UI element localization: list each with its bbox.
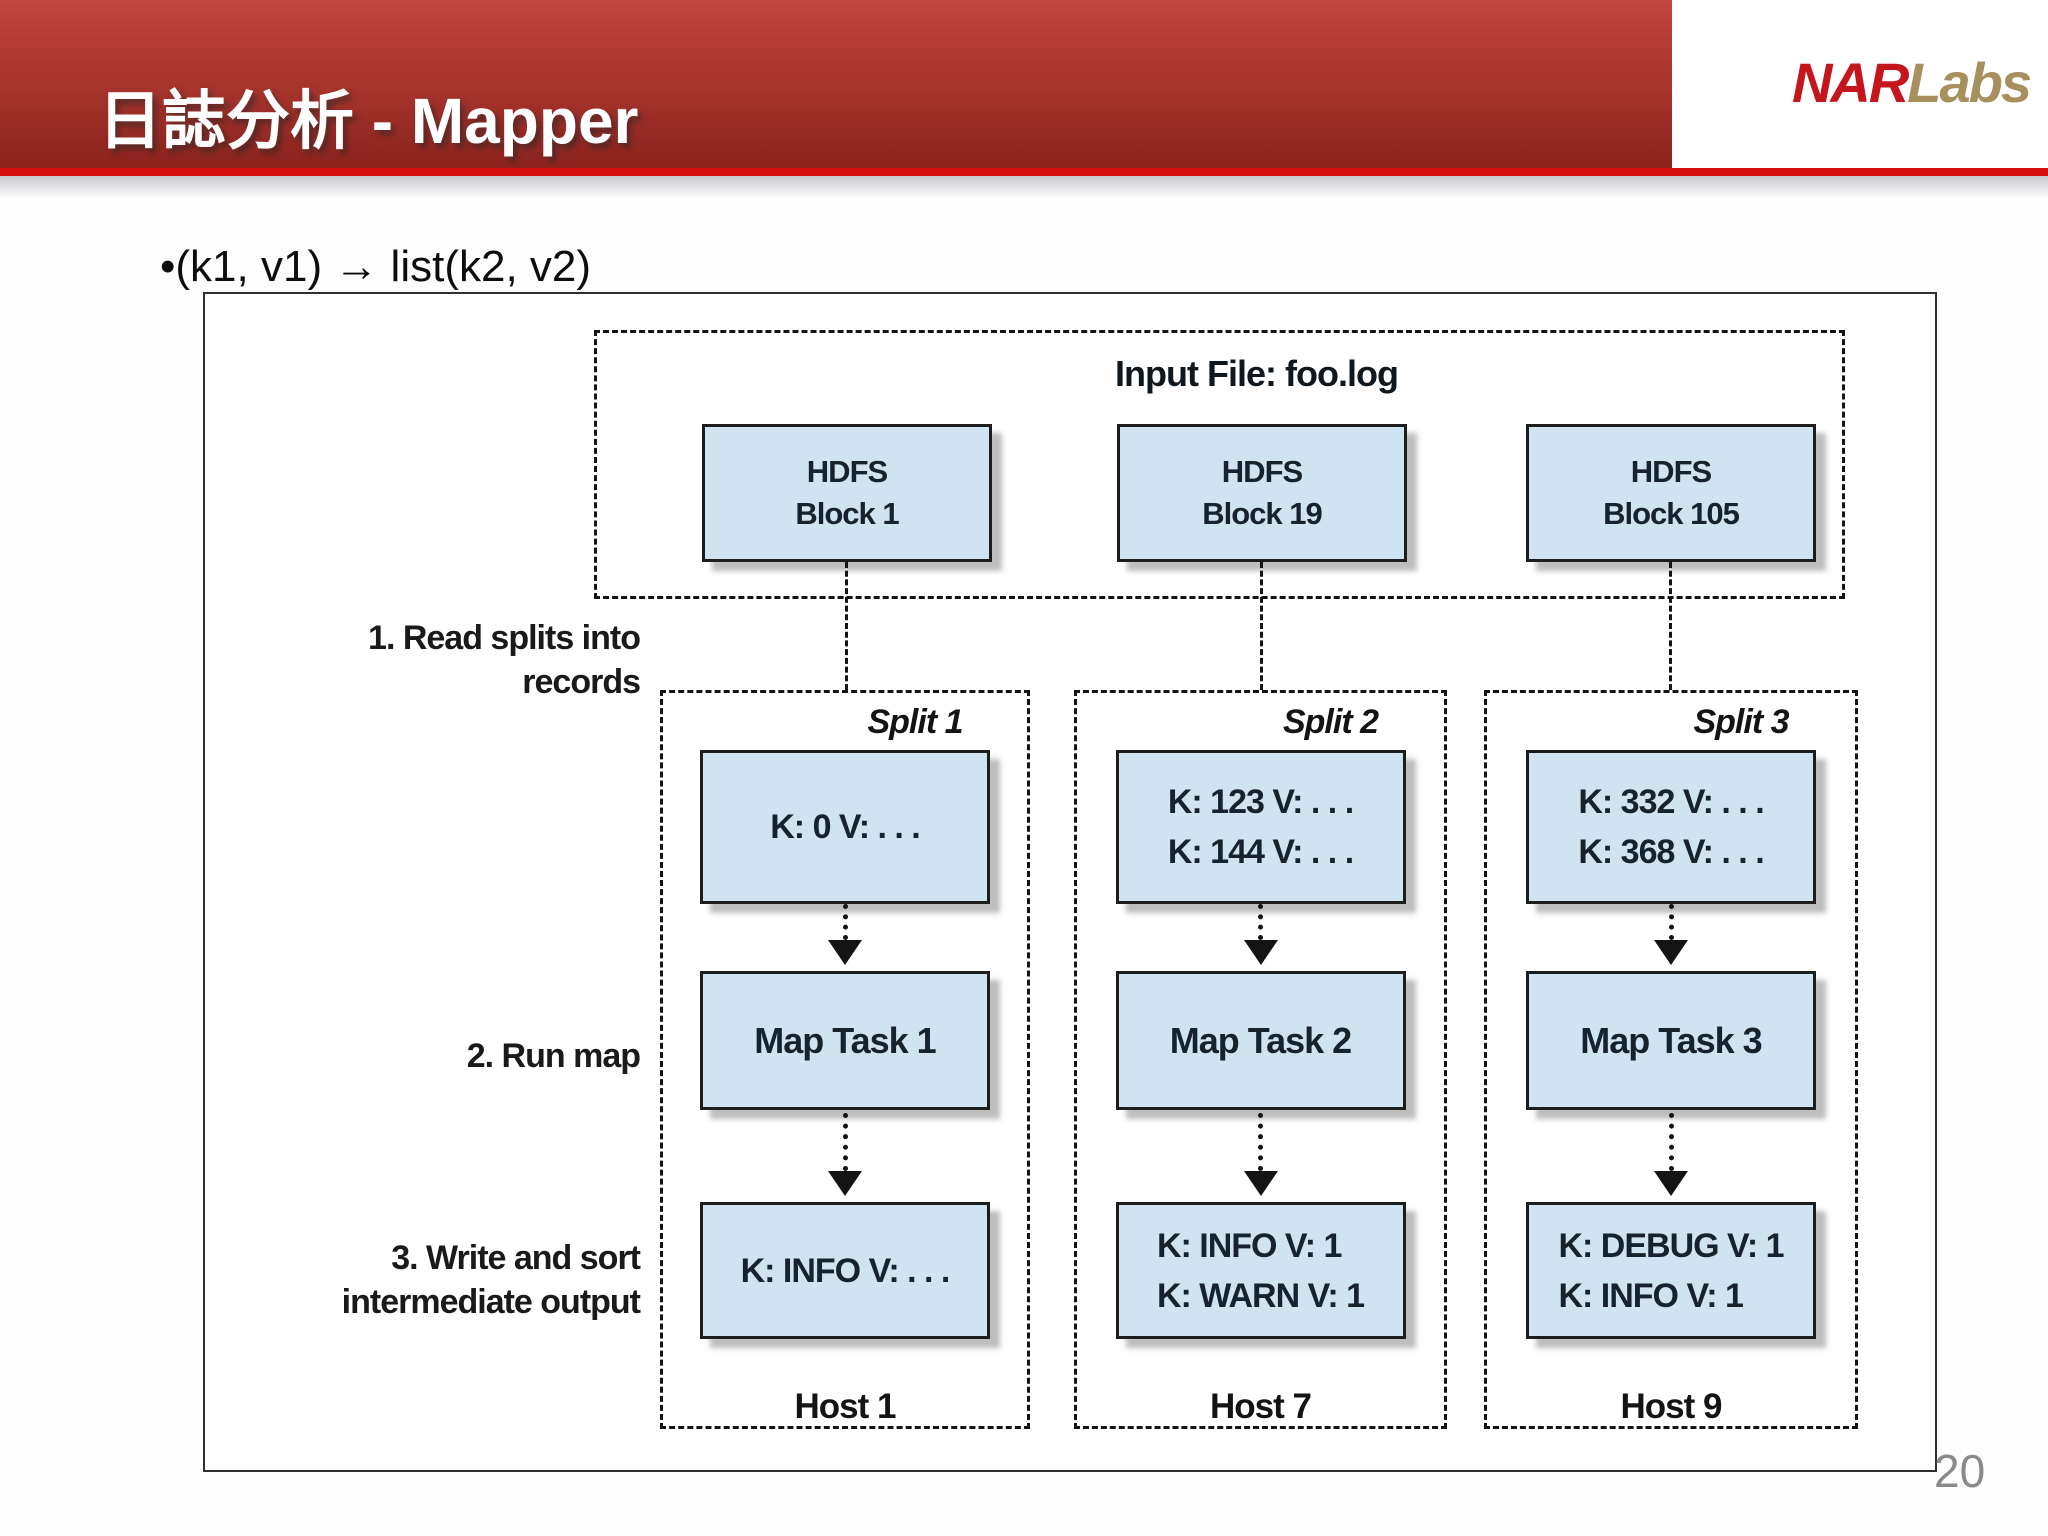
- output-2-records-box: K: INFO V: 1 K: WARN V: 1: [1115, 1202, 1406, 1339]
- map-task-1-box: Map Task 1: [700, 971, 990, 1110]
- hdfs-block-19: HDFS Block 19: [1117, 424, 1407, 562]
- logo-labs-text: Labs: [1907, 51, 2032, 114]
- split-1-label: Split 1: [867, 703, 963, 741]
- split-2-record-line: K: 144 V: . . .: [1167, 833, 1354, 871]
- connector-block1-split1: [845, 562, 848, 690]
- split-2-records-box: K: 123 V: . . . K: 144 V: . . .: [1115, 750, 1406, 904]
- step-label-write-sort-line1: 3. Write and sort: [391, 1239, 641, 1277]
- hdfs-block-105-line2: Block 105: [1603, 496, 1740, 531]
- input-file-group-box: Input File: foo.log: [594, 330, 1845, 599]
- output-1-record-line: K: INFO V: . . .: [740, 1251, 951, 1290]
- arrow-line: [842, 904, 848, 940]
- arrow-head-icon: [1243, 1171, 1278, 1196]
- header-bar: [0, 0, 1672, 168]
- output-1-records-box: K: INFO V: . . .: [700, 1202, 990, 1339]
- step-label-run-map: 2. Run map: [466, 1037, 641, 1075]
- split-2-label: Split 2: [1282, 703, 1379, 741]
- bullet-text: •(k1, v1) → list(k2, v2): [160, 242, 592, 291]
- arrow-head-icon: [828, 940, 862, 965]
- split-2-record-line: K: 123 V: . . .: [1167, 783, 1354, 821]
- split-3-records-box: K: 332 V: . . . K: 368 V: . . .: [1526, 750, 1816, 904]
- hdfs-block-1-line1: HDFS: [806, 454, 888, 489]
- hdfs-block-105: HDFS Block 105: [1526, 424, 1816, 562]
- output-3-record-line: K: INFO V: 1: [1558, 1276, 1743, 1315]
- arrow-map1-to-output1: [828, 1113, 862, 1196]
- step-label-read-splits: 1. Read splits into records: [368, 619, 641, 701]
- split-3-record-line: K: 368 V: . . .: [1578, 833, 1764, 871]
- arrow-line: [1258, 1113, 1263, 1171]
- arrow-map2-to-output2: [1243, 1113, 1278, 1196]
- output-2-record-line: K: WARN V: 1: [1156, 1276, 1365, 1315]
- header-accent-line: [0, 168, 2048, 176]
- arrow-line: [842, 1113, 848, 1171]
- map-task-1-label: Map Task 1: [754, 1019, 936, 1061]
- arrow-line: [1668, 1113, 1674, 1171]
- diagram-container: Input File: foo.log HDFS Block 1 HDFS Bloc…: [203, 292, 1937, 1472]
- split-3-label: Split 3: [1693, 703, 1789, 741]
- host-9-label: Host 9: [1620, 1387, 1723, 1426]
- page-number: 20: [1934, 1445, 1986, 1497]
- map-task-2-box: Map Task 2: [1115, 971, 1406, 1110]
- host-7-label: Host 7: [1210, 1387, 1312, 1426]
- output-3-record-line: K: DEBUG V: 1: [1558, 1226, 1784, 1265]
- map-task-3-label: Map Task 3: [1580, 1019, 1762, 1061]
- narlabs-logo: NARLabs: [1791, 50, 2032, 115]
- connector-block19-split2: [1260, 562, 1263, 690]
- input-file-label: Input File: foo.log: [1115, 353, 1399, 394]
- hdfs-block-19-line2: Block 19: [1202, 496, 1323, 531]
- connector-block105-split3: [1669, 562, 1672, 690]
- arrow-line: [1258, 904, 1263, 940]
- step-label-write-sort-line2: intermediate output: [341, 1283, 641, 1321]
- arrow-split3-to-map3: [1654, 904, 1688, 965]
- split-3-record-line: K: 332 V: . . .: [1578, 783, 1764, 821]
- split-1-records-box: K: 0 V: . . .: [700, 750, 990, 904]
- hdfs-block-105-line1: HDFS: [1630, 454, 1712, 489]
- hdfs-block-1: HDFS Block 1: [702, 424, 992, 562]
- host-column-3: Split 3 K: 332 V: . . . K: 368 V: . . . …: [1484, 690, 1858, 1429]
- header-shadow: [0, 176, 2048, 198]
- slide-title: 日誌分析 - Mapper: [98, 85, 639, 157]
- step-label-write-sort: 3. Write and sort intermediate output: [265, 1236, 641, 1324]
- output-2-record-line: K: INFO V: 1: [1156, 1226, 1342, 1265]
- arrow-head-icon: [1654, 940, 1688, 965]
- arrow-line: [1668, 904, 1674, 940]
- arrow-head-icon: [1243, 940, 1278, 965]
- map-task-3-box: Map Task 3: [1526, 971, 1816, 1110]
- map-task-2-label: Map Task 2: [1169, 1019, 1352, 1061]
- split-1-record-line: K: 0 V: . . .: [770, 808, 920, 846]
- arrow-head-icon: [828, 1171, 862, 1196]
- host-1-label: Host 1: [794, 1387, 897, 1426]
- arrow-head-icon: [1654, 1171, 1688, 1196]
- output-3-records-box: K: DEBUG V: 1 K: INFO V: 1: [1526, 1202, 1816, 1339]
- host-column-1: Split 1 K: 0 V: . . . Map Task 1 K: INFO…: [660, 690, 1030, 1429]
- host-column-2: Split 2 K: 123 V: . . . K: 144 V: . . . …: [1074, 690, 1447, 1429]
- logo-nar-text: NAR: [1791, 51, 1909, 114]
- arrow-split1-to-map1: [828, 904, 862, 965]
- arrow-split2-to-map2: [1243, 904, 1278, 965]
- arrow-map3-to-output3: [1654, 1113, 1688, 1196]
- logo-panel: NARLabs: [1672, 0, 2048, 168]
- hdfs-block-19-line1: HDFS: [1221, 454, 1303, 489]
- hdfs-block-1-line2: Block 1: [795, 496, 899, 531]
